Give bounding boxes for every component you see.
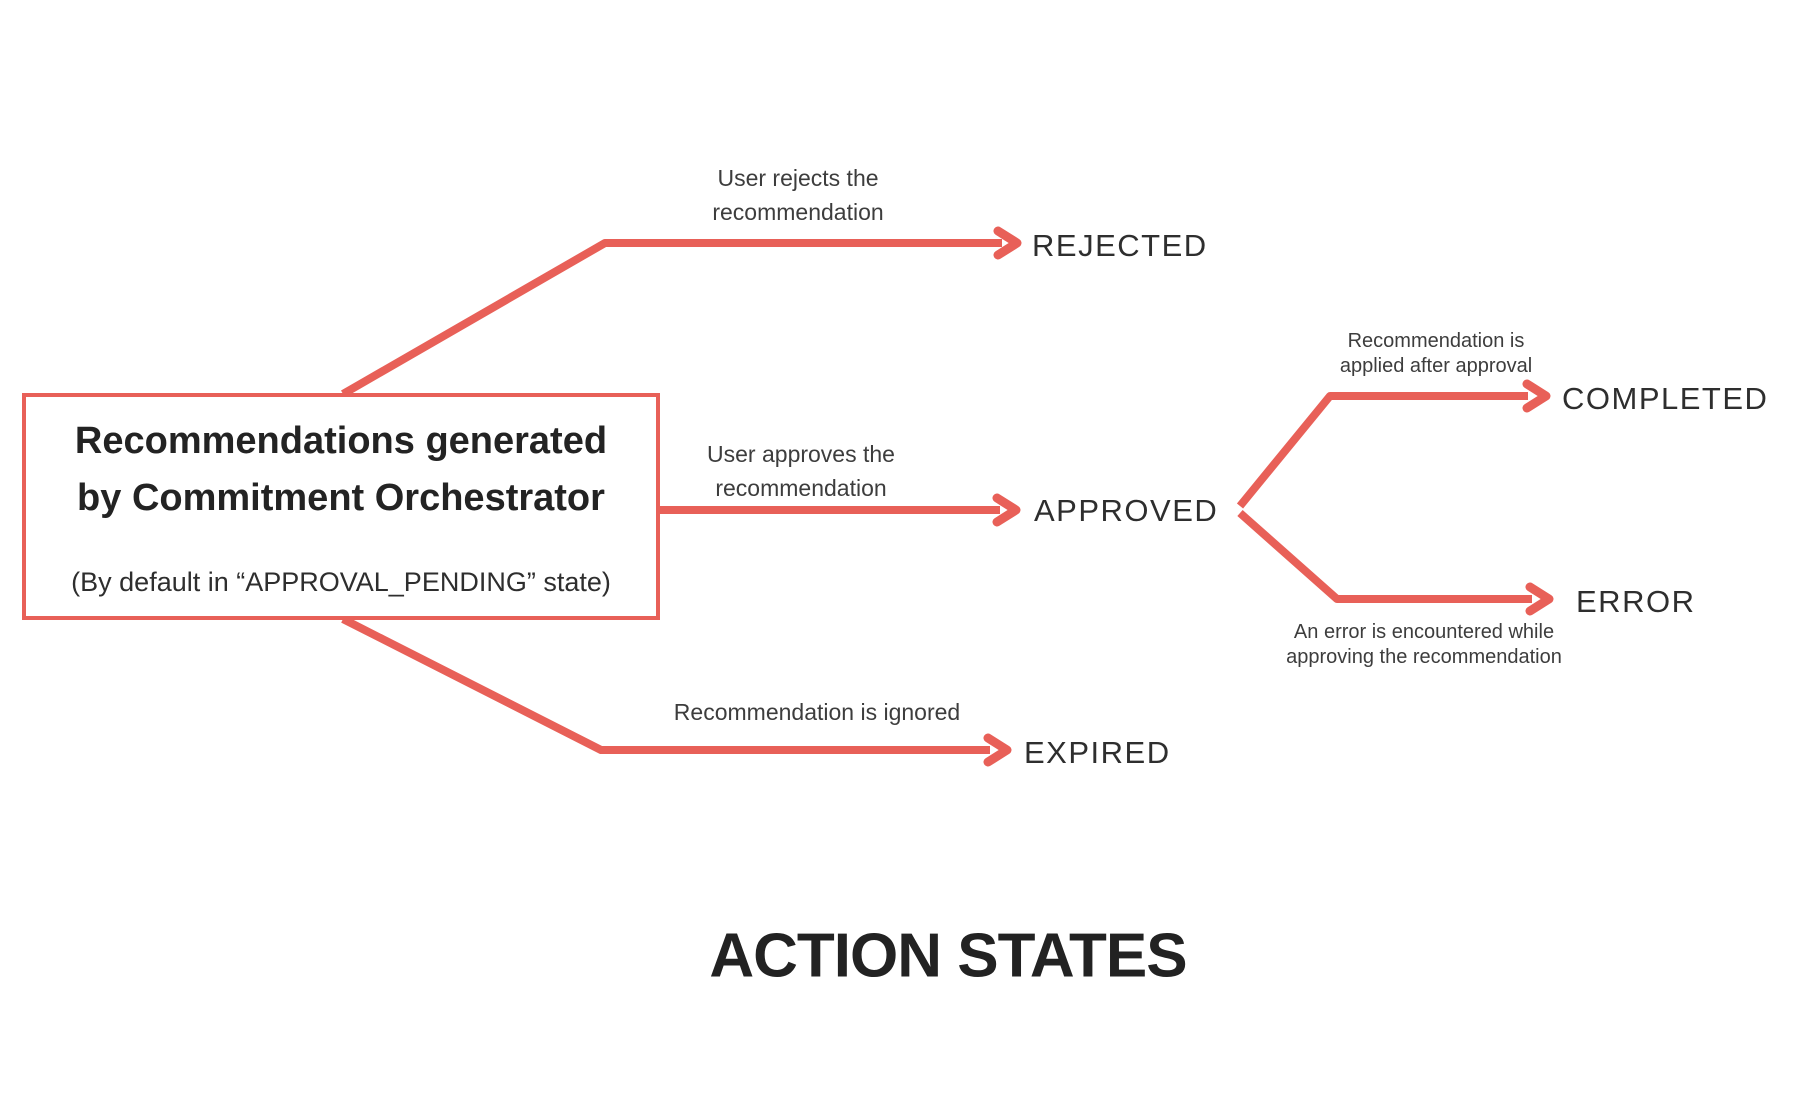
source-node-title-line2: by Commitment Orchestrator [77, 477, 605, 519]
source-node-subtitle: (By default in “APPROVAL_PENDING” state) [71, 567, 611, 597]
source-node-title-line1: Recommendations generated [74, 420, 608, 462]
state-error: ERROR [1576, 584, 1696, 619]
edge-label-completed-line1: Recommendation is [1347, 330, 1525, 352]
edge-label-approved-line2: recommendation [715, 475, 887, 501]
edge-label-rejected-line1: User rejects the [717, 165, 879, 191]
source-node-box: Recommendations generated by Commitment … [22, 393, 660, 620]
edge-rejected-line [341, 239, 1002, 398]
edge-label-approved: User approves the recommendation [707, 437, 895, 505]
edge-approved-arrowhead-icon [992, 493, 1021, 527]
state-approved: APPROVED [1034, 493, 1219, 528]
edge-label-rejected-line2: recommendation [712, 199, 884, 225]
edge-completed-line [1236, 392, 1528, 509]
state-rejected: REJECTED [1032, 228, 1208, 263]
edge-error-line [1237, 510, 1532, 603]
edge-label-expired-line1: Recommendation is ignored [673, 699, 961, 725]
edge-expired-arrowhead-icon [983, 733, 1012, 767]
state-completed: COMPLETED [1562, 381, 1769, 416]
state-expired: EXPIRED [1024, 735, 1171, 770]
edge-label-error-line2: approving the recommendation [1286, 646, 1562, 668]
edge-label-error: An error is encountered while approving … [1286, 620, 1562, 670]
edge-label-expired: Recommendation is ignored [674, 695, 960, 729]
edge-label-error-line1: An error is encountered while [1293, 621, 1555, 643]
source-node-title: Recommendations generated by Commitment … [26, 413, 656, 527]
edge-rejected-arrowhead-icon [993, 226, 1022, 260]
edge-label-rejected: User rejects the recommendation [712, 161, 883, 229]
diagram-title: ACTION STATES [709, 921, 1187, 991]
edge-error-arrowhead-icon [1525, 582, 1554, 616]
edge-label-approved-line1: User approves the [707, 441, 895, 467]
edge-expired-line [341, 615, 990, 754]
edge-label-completed-line2: applied after approval [1339, 355, 1533, 377]
edge-completed-arrowhead-icon [1522, 379, 1551, 413]
edge-label-completed: Recommendation is applied after approval [1340, 329, 1532, 379]
